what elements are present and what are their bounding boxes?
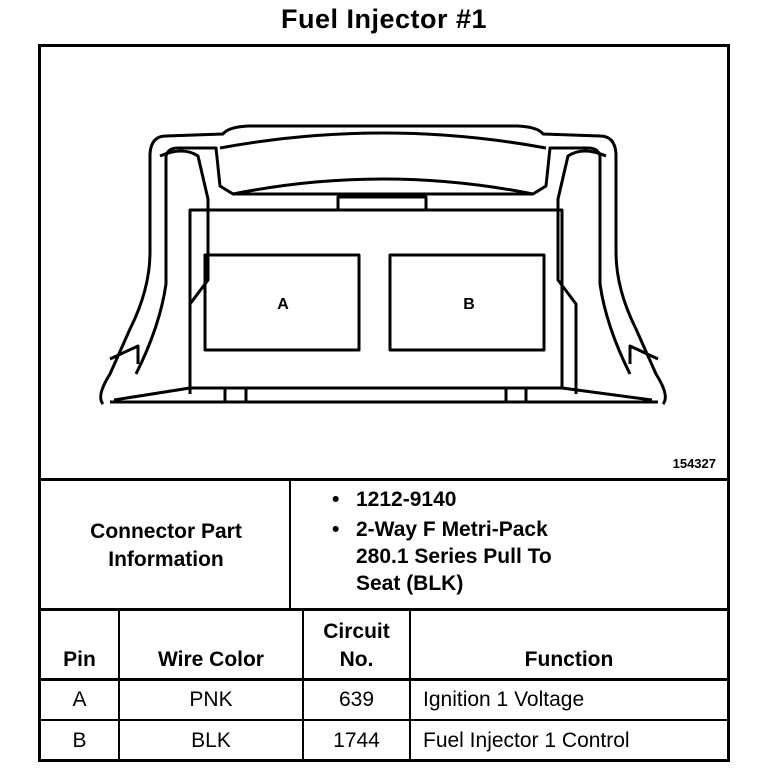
rule-diagram-bottom <box>38 478 730 481</box>
diagram-title: Fuel Injector #1 <box>280 4 488 34</box>
row-b-function: Fuel Injector 1 Control <box>423 729 630 752</box>
row-a-circuit: 639 <box>338 688 375 711</box>
row-b-circuit: 1744 <box>333 729 380 752</box>
connector-info-label: Connector Part Information <box>90 520 242 571</box>
rule-row-a-bottom <box>38 719 730 721</box>
connector-shell-inner <box>134 146 632 375</box>
cavity-a-label: A <box>277 296 289 313</box>
header-function: Function <box>524 648 614 671</box>
cavity-b <box>388 253 546 352</box>
rule-connector-info-bottom <box>38 608 730 611</box>
row-b-pin: B <box>72 729 87 752</box>
bullet-icon: • <box>332 518 340 541</box>
lock-notch <box>336 195 428 210</box>
rule-col-pin <box>118 608 120 762</box>
row-a-wire-color: PNK <box>189 688 233 711</box>
rule-header-bottom <box>38 678 730 681</box>
header-pin: Pin <box>63 648 96 671</box>
rule-info-divider <box>289 478 291 611</box>
row-b-wire-color: BLK <box>191 729 231 752</box>
header-circuit-no: Circuit No. <box>323 620 390 671</box>
connector-body <box>188 208 564 390</box>
table-frame <box>38 44 730 762</box>
header-wire-color: Wire Color <box>158 648 264 671</box>
cavity-b-label: B <box>463 296 475 313</box>
rule-col-circuit <box>409 608 411 762</box>
right-latch <box>556 149 607 394</box>
connector-top-arch <box>219 131 547 150</box>
connector-info-item: • 1212-9140 <box>332 488 457 511</box>
connector-info-item: • 2-Way F Metri-Pack 280.1 Series Pull T… <box>332 518 552 595</box>
connector-shell-outline <box>99 124 667 405</box>
connector-arch-inner <box>232 177 534 196</box>
cavity-a <box>203 253 361 352</box>
left-latch <box>159 149 210 394</box>
row-a-pin: A <box>72 688 87 711</box>
rule-col-wire <box>302 608 304 762</box>
row-a-function: Ignition 1 Voltage <box>423 688 585 711</box>
connector-info-list: • 1212-9140 • 2-Way F Metri-Pack 280.1 S… <box>332 486 552 600</box>
figure-number: 154327 <box>672 456 716 471</box>
connector-drawing: A B <box>99 124 667 405</box>
bullet-icon: • <box>332 488 340 511</box>
